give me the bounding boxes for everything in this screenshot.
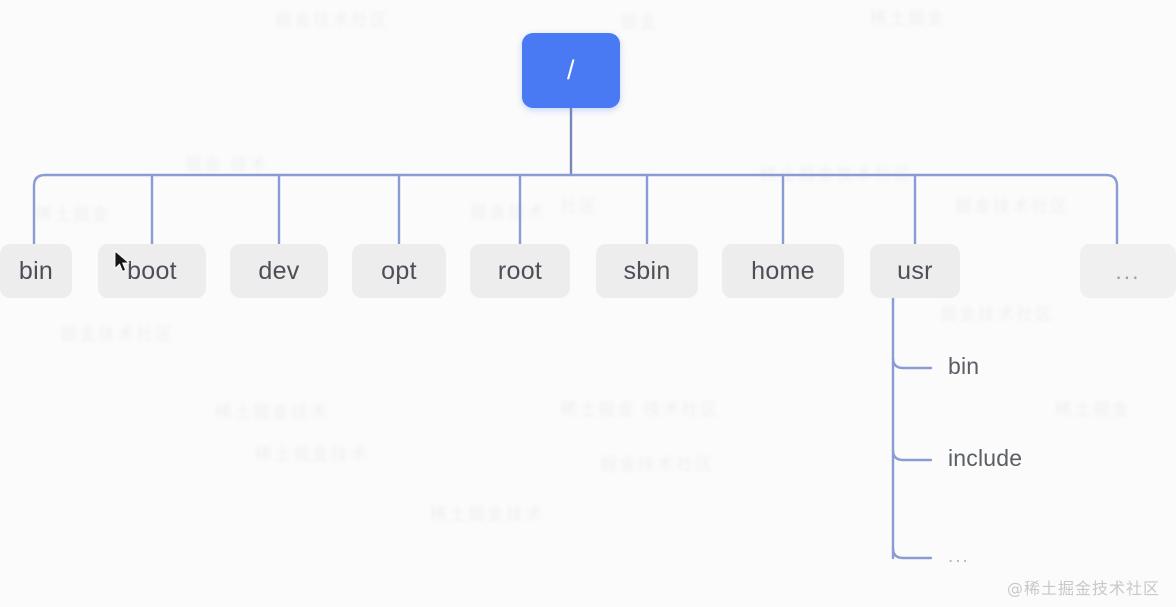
background-watermark: 稀土掘金技术社区 (760, 165, 912, 185)
background-watermark: 稀土掘金技术 (430, 505, 544, 525)
background-watermark: 掘金 技术 (185, 155, 269, 175)
node-label: boot (127, 256, 177, 285)
node-label: root (497, 256, 543, 285)
usr-elbow-line (891, 356, 933, 370)
background-watermark: 掘金技术社区 (600, 455, 714, 475)
corner-watermark: @稀土掘金技术社区 (1006, 579, 1160, 598)
usr-child-bin[interactable]: bin (948, 353, 980, 379)
background-watermark: 掘金技术社区 (940, 305, 1054, 325)
node-label: home (751, 256, 815, 285)
node-label: sbin (623, 256, 671, 285)
node-more[interactable]: ... (1080, 244, 1176, 298)
background-watermark: 掘金 (620, 13, 658, 33)
node-opt[interactable]: opt (352, 244, 446, 298)
usr-elbow-line (891, 546, 933, 560)
usr-elbow-line (891, 448, 933, 462)
node-root[interactable]: / (522, 33, 620, 108)
usr-child-more[interactable]: ... (948, 546, 970, 567)
background-watermark: 稀土掘金 技术社区 (560, 400, 720, 420)
node-dev[interactable]: dev (230, 244, 328, 298)
background-watermark: 掘金技术 (470, 203, 546, 223)
bus-line (32, 173, 1119, 246)
node-label: dev (258, 256, 300, 285)
background-watermark: 稀土掘金技术 (255, 445, 369, 465)
node-usr[interactable]: usr (870, 244, 960, 298)
node-sbin[interactable]: sbin (596, 244, 698, 298)
background-watermark: 掘金技术社区 (955, 197, 1069, 217)
background-watermark: 掘金技术社区 (60, 325, 174, 345)
node-bin[interactable]: bin (0, 244, 72, 298)
node-root-label: / (566, 55, 575, 85)
background-watermark: 稀土掘金 (1055, 400, 1131, 420)
node-boot[interactable]: boot (98, 244, 206, 298)
node-label: bin (18, 256, 54, 285)
background-watermark: 稀土掘金 (35, 205, 111, 225)
node-root[interactable]: root (470, 244, 570, 298)
node-label: ... (1115, 257, 1141, 284)
background-watermark: 社区 (560, 197, 598, 217)
background-watermark: 掘金技术社区 (275, 11, 389, 31)
node-label: usr (897, 256, 933, 285)
usr-child-include[interactable]: include (948, 445, 1023, 471)
node-label: opt (381, 256, 417, 285)
background-watermark: 稀土掘金 (870, 9, 946, 29)
background-watermark: 稀土掘金技术 (215, 403, 329, 423)
node-home[interactable]: home (722, 244, 844, 298)
